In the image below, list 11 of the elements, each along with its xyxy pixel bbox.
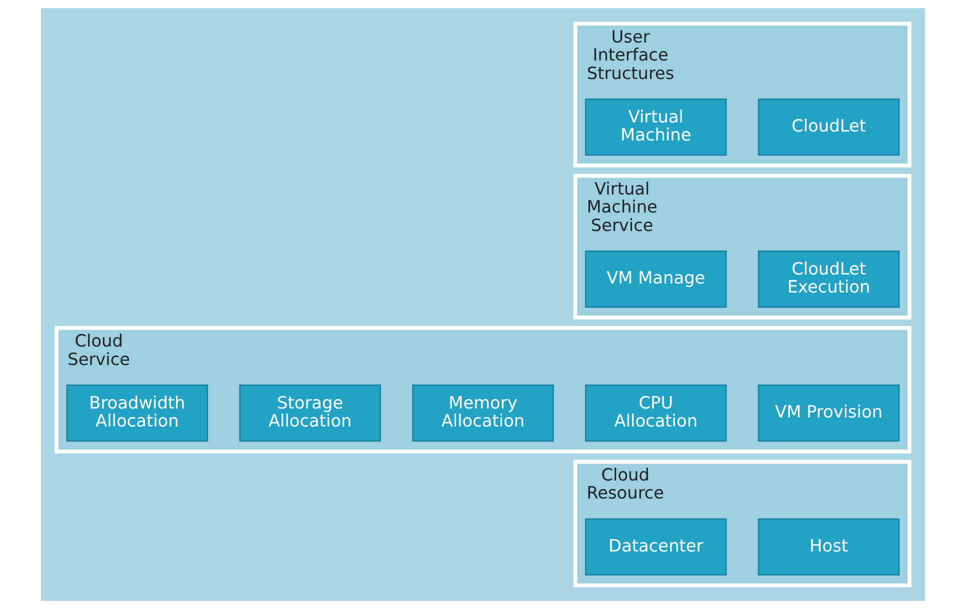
node-box: VM Provision	[758, 384, 900, 442]
node-box: CloudLet	[758, 98, 900, 156]
node-box: Memory Allocation	[412, 384, 554, 442]
node-box: VM Manage	[585, 250, 727, 308]
node-box: Datacenter	[585, 518, 727, 576]
node-box: Broadwidth Allocation	[66, 384, 208, 442]
node-box: CPU Allocation	[585, 384, 727, 442]
node-box: Virtual Machine	[585, 98, 727, 156]
node-box: Host	[758, 518, 900, 576]
node-box: CloudLet Execution	[758, 250, 900, 308]
node-box: Storage Allocation	[239, 384, 381, 442]
